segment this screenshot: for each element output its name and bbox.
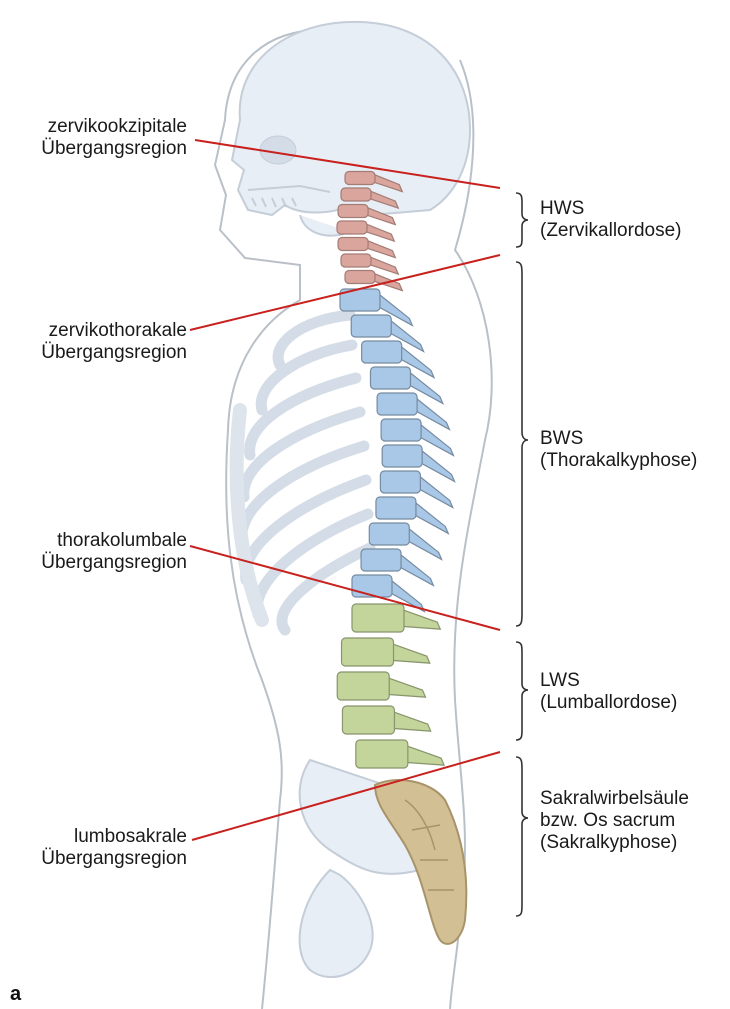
- label-hws: HWS (Zervikallordose): [540, 198, 681, 242]
- label-line: Übergangsregion: [41, 138, 187, 160]
- label-zervikookzipitale: zervikookzipitale Übergangsregion: [41, 116, 187, 160]
- vertebra-lumbar: [356, 740, 444, 768]
- brace-bws: [516, 262, 528, 626]
- label-line: zervikookzipitale: [41, 116, 187, 138]
- label-line: Übergangsregion: [41, 552, 187, 574]
- label-lumbosakrale: lumbosakrale Übergangsregion: [41, 826, 187, 870]
- label-line: lumbosakrale: [41, 826, 187, 848]
- label-sakral: Sakralwirbelsäule bzw. Os sacrum (Sakral…: [540, 788, 689, 854]
- label-line: BWS: [540, 428, 697, 450]
- label-line: bzw. Os sacrum: [540, 810, 689, 832]
- braces: [516, 193, 528, 916]
- label-line: HWS: [540, 198, 681, 220]
- vertebra-lumbar: [352, 604, 440, 632]
- rib-cage: [237, 315, 370, 630]
- panel-letter: a: [10, 983, 21, 1006]
- label-line: Sakralwirbelsäule: [540, 788, 689, 810]
- label-line: zervikothorakale: [41, 320, 187, 342]
- label-thorakolumbale: thorakolumbale Übergangsregion: [41, 530, 187, 574]
- vertebral-column: [337, 172, 455, 769]
- label-line: Übergangsregion: [41, 342, 187, 364]
- label-line: (Thorakalkyphose): [540, 450, 697, 472]
- label-line: LWS: [540, 670, 677, 692]
- label-lws: LWS (Lumballordose): [540, 670, 677, 714]
- label-bws: BWS (Thorakalkyphose): [540, 428, 697, 472]
- skull: [232, 22, 470, 236]
- label-line: Übergangsregion: [41, 848, 187, 870]
- label-line: (Lumballordose): [540, 692, 677, 714]
- label-line: (Zervikallordose): [540, 220, 681, 242]
- brace-lws: [516, 642, 528, 740]
- label-line: thorakolumbale: [41, 530, 187, 552]
- vertebra-lumbar: [342, 638, 430, 666]
- brace-sakral: [516, 757, 528, 916]
- label-line: (Sakralkyphose): [540, 832, 689, 854]
- brace-hws: [516, 193, 528, 247]
- label-zervikothorakale: zervikothorakale Übergangsregion: [41, 320, 187, 364]
- vertebra-lumbar: [342, 706, 430, 734]
- vertebra-lumbar: [337, 672, 425, 700]
